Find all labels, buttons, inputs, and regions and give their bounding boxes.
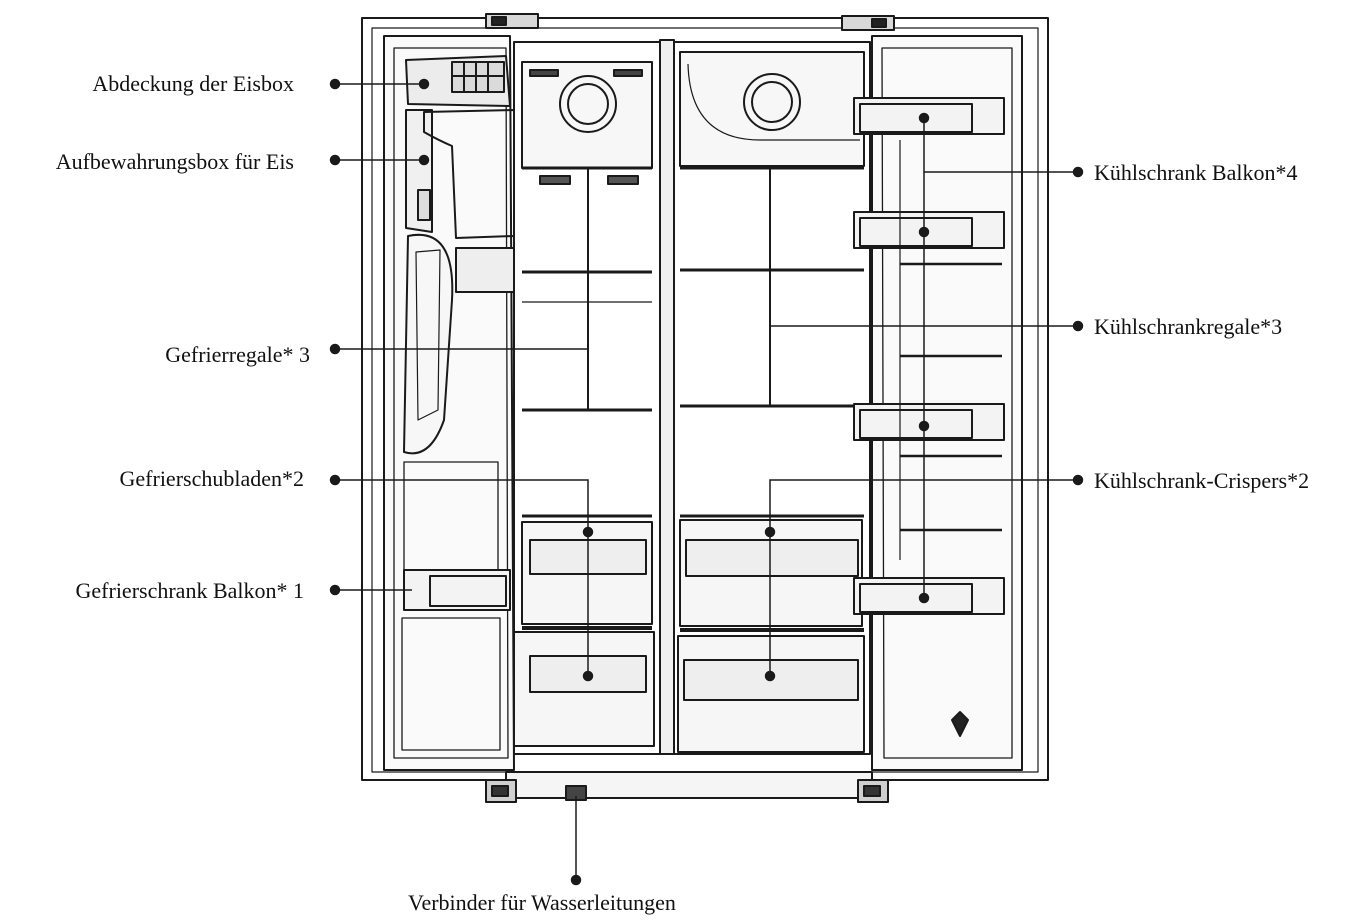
fridge-door [853, 35, 1023, 771]
label-freezer-shelves: Gefrierregale* 3 [165, 342, 310, 367]
leader-fridge-shelves-dot-0 [1072, 320, 1084, 332]
label-ice-box-cover: Abdeckung der Eisbox [92, 71, 294, 96]
leader-freezer-balcony-dot-0 [329, 584, 341, 596]
leader-freezer-drawers-dot-2 [582, 670, 594, 682]
leader-ice-box-cover-dot-0 [329, 78, 341, 90]
fridge-compartment [673, 41, 871, 755]
leader-fridge-crispers-dot-2 [764, 670, 776, 682]
leader-freezer-shelves-dot-0 [329, 343, 341, 355]
label-fridge-balcony: Kühlschrank Balkon*4 [1094, 160, 1298, 185]
freezer-door [383, 35, 515, 771]
leader-fridge-crispers-dot-0 [1072, 474, 1084, 486]
label-fridge-shelves: Kühlschrankregale*3 [1094, 314, 1283, 339]
bottom-hinge-left [485, 779, 517, 803]
leader-fridge-crispers [769, 479, 1078, 676]
freezer-compartment [513, 41, 661, 755]
top-hinge-right [841, 15, 895, 31]
label-freezer-balcony: Gefrierschrank Balkon* 1 [75, 578, 304, 603]
leader-freezer-drawers-dot-1 [582, 526, 594, 538]
leader-ice-storage-box-dot-1 [418, 154, 430, 166]
leader-ice-storage-box-dot-0 [329, 154, 341, 166]
label-water-connector: Verbinder für Wasserleitungen [408, 890, 676, 915]
top-hinge-left [485, 13, 539, 29]
leader-freezer-drawers [335, 479, 589, 676]
leader-water-connector-dot-0 [570, 874, 582, 886]
bottom-hinge-right [857, 779, 889, 803]
leader-freezer-drawers-dot-0 [329, 474, 341, 486]
center-mullion [659, 39, 675, 755]
leader-ice-box-cover-dot-1 [418, 78, 430, 90]
label-ice-storage-box: Aufbewahrungsbox für Eis [55, 149, 294, 174]
leader-fridge-balcony-dot-0 [1072, 166, 1084, 178]
label-freezer-drawers: Gefrierschubladen*2 [119, 466, 304, 491]
base-plinth [505, 771, 873, 799]
leader-fridge-crispers-dot-1 [764, 526, 776, 538]
label-fridge-crispers: Kühlschrank-Crispers*2 [1094, 468, 1310, 493]
